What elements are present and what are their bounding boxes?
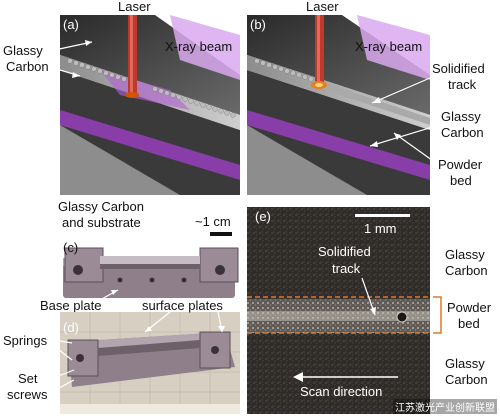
panel-e-glassy-bottom-label-2: Carbon — [445, 372, 488, 387]
panel-e-scan-label: Scan direction — [300, 384, 383, 399]
panel-e-powder-label-2: bed — [458, 316, 480, 331]
panel-b-powder-label-2: bed — [450, 173, 472, 188]
panel-c-scale-label: ~1 cm — [195, 214, 231, 229]
panel-e-glassy-top-label-1: Glassy — [445, 247, 485, 262]
panel-e-image — [247, 207, 430, 414]
panel-c-top-label-1: Glassy Carbon — [58, 199, 144, 214]
panel-c-letter: (c) — [63, 240, 79, 255]
panel-e-glassy-bottom-label-1: Glassy — [445, 356, 485, 371]
panel-c-image — [60, 228, 240, 304]
panel-a-letter: (a) — [63, 17, 79, 32]
panel-a-xray-label: X-ray beam — [165, 39, 233, 54]
panel-c-base-plate-label: Base plate — [40, 298, 102, 313]
panel-b-solidified-label-2: track — [448, 77, 477, 92]
panel-d-image — [60, 312, 240, 414]
panel-b-xray-label: X-ray beam — [355, 39, 423, 54]
panel-e-scale-label: 1 mm — [364, 221, 397, 236]
panel-e-scalebar — [355, 214, 410, 217]
panel-b-solidified-label-1: Solidified — [432, 61, 485, 76]
panel-e-solidified-label-1: Solidified — [318, 244, 371, 259]
panel-a-image — [60, 15, 240, 195]
watermark: 江苏激光产业创新联盟 — [393, 399, 497, 414]
panel-d-surface-plates-label: surface plates — [142, 298, 223, 313]
panel-e-glassy-top-label-2: Carbon — [445, 263, 488, 278]
panel-e-powder-label-1: Powder — [447, 300, 492, 315]
panel-d-set-screws-label-1: Set — [18, 371, 38, 386]
panel-a-glassy-label-1: Glassy — [3, 43, 43, 58]
panel-a-laser-label: Laser — [118, 0, 151, 14]
panel-e-letter: (e) — [255, 209, 271, 224]
panel-a-glassy-label-2: Carbon — [6, 59, 49, 74]
panel-d-springs-label: Springs — [3, 333, 48, 348]
panel-e-solidified-label-2: track — [332, 261, 361, 276]
panel-b-laser-label: Laser — [306, 0, 339, 14]
panel-b-letter: (b) — [250, 17, 266, 32]
panel-b-glassy-label-1: Glassy — [441, 109, 481, 124]
panel-d-set-screws-label-2: screws — [7, 387, 48, 402]
panel-b-glassy-label-2: Carbon — [441, 125, 484, 140]
panel-b-powder-label-1: Powder — [438, 157, 483, 172]
panel-d-letter: (d) — [63, 320, 79, 335]
panel-b-image — [247, 15, 430, 195]
panel-c-top-label-2: and substrate — [62, 215, 141, 230]
